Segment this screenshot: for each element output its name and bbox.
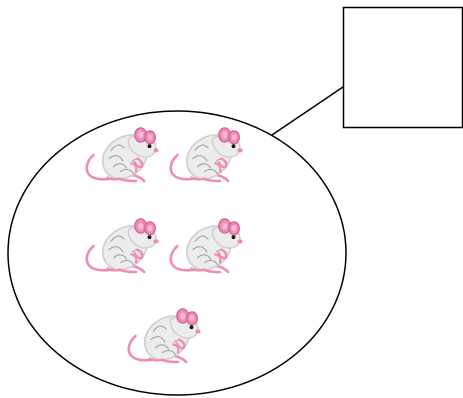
connector-line <box>268 86 344 138</box>
group-ellipse <box>7 110 347 396</box>
answer-box <box>342 6 463 129</box>
